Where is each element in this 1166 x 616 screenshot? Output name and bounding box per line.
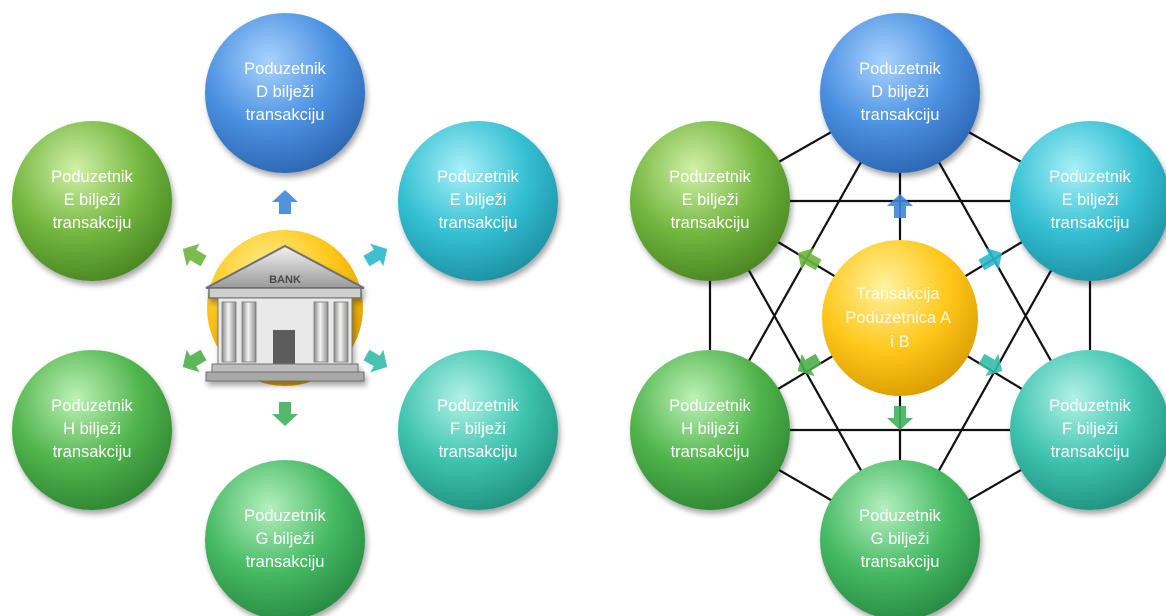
right-node-h-label: Poduzetnik H bilježi transakciju: [669, 397, 751, 461]
right-node-e-left: Poduzetnik E bilježi transakciju: [630, 121, 790, 281]
right-node-h-line3: transakciju: [671, 443, 750, 461]
bank-sign-label: BANK: [269, 274, 301, 286]
right-node-g-line1: Poduzetnik: [859, 507, 941, 525]
right-node-f-circle: [1010, 350, 1166, 510]
left-arrow-d: [272, 190, 298, 214]
left-node-h-line3: transakciju: [53, 443, 132, 461]
right-arrow-h: [797, 353, 822, 377]
right-node-f-line2: F bilježi: [1062, 420, 1118, 438]
left-node-g-circle: [205, 460, 365, 616]
right-node-e-left-label: Poduzetnik E bilježi transakciju: [669, 168, 751, 232]
right-node-g-circle: [820, 460, 980, 616]
right-node-g-line2: G bilježi: [871, 530, 930, 548]
left-node-d-line1: Poduzetnik: [244, 60, 326, 78]
left-arrow-g: [272, 402, 298, 426]
left-node-g-line1: Poduzetnik: [244, 507, 326, 525]
right-node-d-line3: transakciju: [861, 106, 940, 124]
left-node-f-line2: F bilježi: [450, 420, 506, 438]
left-node-e-right-line1: Poduzetnik: [437, 168, 519, 186]
left-node-d-line2: D bilježi: [256, 83, 314, 101]
right-node-f: Poduzetnik F bilježi transakciju: [1010, 350, 1166, 510]
left-node-f-line3: transakciju: [439, 443, 518, 461]
left-node-e-left-label: Poduzetnik E bilježi transakciju: [51, 168, 133, 232]
svg-text:Transakcija Poduzetnica: Transakcija Poduzetnica A i B: [845, 285, 954, 351]
right-node-g-label: Poduzetnik G bilježi transakciju: [859, 507, 941, 571]
left-node-e-left-line1: Poduzetnik: [51, 168, 133, 186]
left-node-e-right-circle: [398, 121, 558, 281]
right-node-h-circle: [630, 350, 790, 510]
left-node-e-left-circle: [12, 121, 172, 281]
left-node-e-left-line2: E bilježi: [64, 191, 121, 209]
left-node-d: Poduzetnik D bilježi transakciju: [205, 13, 365, 173]
bank-icon: BANK: [205, 244, 365, 382]
left-node-e-right-line3: transakciju: [439, 214, 518, 232]
distributed-ledger-diagram: Transakcija Poduzetnica A i B Poduzetnik…: [630, 13, 1166, 616]
left-node-e-left: Poduzetnik E bilježi transakciju: [12, 121, 172, 281]
right-node-e-right-line2: E bilježi: [1062, 191, 1119, 209]
left-node-g-label: Poduzetnik G bilježi transakciju: [244, 507, 326, 571]
left-node-e-left-line3: transakciju: [53, 214, 132, 232]
left-node-g: Poduzetnik G bilježi transakciju: [205, 460, 365, 616]
right-node-e-left-line3: transakciju: [671, 214, 750, 232]
left-node-h-circle: [12, 350, 172, 510]
left-node-d-line3: transakciju: [246, 106, 325, 124]
right-node-g-line3: transakciju: [861, 553, 940, 571]
right-arrow-e-left: [797, 247, 822, 271]
right-node-e-left-line1: Poduzetnik: [669, 168, 751, 186]
arrow-group: [797, 194, 1003, 430]
left-node-e-right: Poduzetnik E bilježi transakciju: [398, 121, 558, 281]
left-arrow-f: [363, 349, 388, 373]
right-node-e-left-circle: [630, 121, 790, 281]
right-node-e-right: Poduzetnik E bilježi transakciju: [1010, 121, 1166, 281]
center-transaction-circle: [822, 240, 978, 396]
right-node-e-right-label: Poduzetnik E bilježi transakciju: [1049, 168, 1131, 232]
right-node-d: Poduzetnik D bilježi transakciju: [820, 13, 980, 173]
right-node-e-right-circle: [1010, 121, 1166, 281]
right-node-h: Poduzetnik H bilježi transakciju: [630, 350, 790, 510]
right-node-d-label: Poduzetnik D bilježi transakciju: [859, 60, 941, 124]
right-node-h-line2: H bilježi: [681, 420, 739, 438]
center-line-1: Transakcija: [856, 285, 941, 303]
right-node-h-line1: Poduzetnik: [669, 397, 751, 415]
right-node-f-label: Poduzetnik F bilježi transakciju: [1049, 397, 1131, 461]
left-node-d-label: Poduzetnik D bilježi transakciju: [244, 60, 326, 124]
left-arrow-e-left: [182, 243, 207, 267]
left-node-f-line1: Poduzetnik: [437, 397, 519, 415]
left-node-e-right-line2: E bilježi: [450, 191, 507, 209]
left-node-h-label: Poduzetnik H bilježi transakciju: [51, 397, 133, 461]
right-arrow-g: [887, 406, 913, 430]
right-arrow-e-right: [978, 247, 1003, 271]
left-node-h-line1: Poduzetnik: [51, 397, 133, 415]
left-node-d-circle: [205, 13, 365, 173]
left-node-h: Poduzetnik H bilježi transakciju: [12, 350, 172, 510]
left-node-h-line2: H bilježi: [63, 420, 121, 438]
right-node-e-right-line1: Poduzetnik: [1049, 168, 1131, 186]
right-node-d-line2: D bilježi: [871, 83, 929, 101]
right-node-g: Poduzetnik G bilježi transakciju: [820, 460, 980, 616]
left-node-f: Poduzetnik F bilježi transakciju: [398, 350, 558, 510]
right-node-e-right-line3: transakciju: [1051, 214, 1130, 232]
left-node-f-label: Poduzetnik F bilježi transakciju: [437, 397, 519, 461]
left-arrow-e-right: [363, 243, 388, 267]
left-node-g-line2: G bilježi: [256, 530, 315, 548]
right-node-f-line3: transakciju: [1051, 443, 1130, 461]
arrow-group: [182, 190, 388, 426]
right-node-d-circle: [820, 13, 980, 173]
left-arrow-h: [182, 349, 207, 373]
left-node-e-right-label: Poduzetnik E bilježi transakciju: [437, 168, 519, 232]
left-node-g-line3: transakciju: [246, 553, 325, 571]
center-line-3: i B: [890, 333, 909, 351]
right-arrow-d: [887, 194, 913, 218]
right-node-d-line1: Poduzetnik: [859, 60, 941, 78]
right-arrow-f: [978, 353, 1003, 377]
right-node-e-left-line2: E bilježi: [682, 191, 739, 209]
left-node-f-circle: [398, 350, 558, 510]
center-line-2: Poduzetnica A: [845, 309, 950, 327]
right-node-f-line1: Poduzetnik: [1049, 397, 1131, 415]
